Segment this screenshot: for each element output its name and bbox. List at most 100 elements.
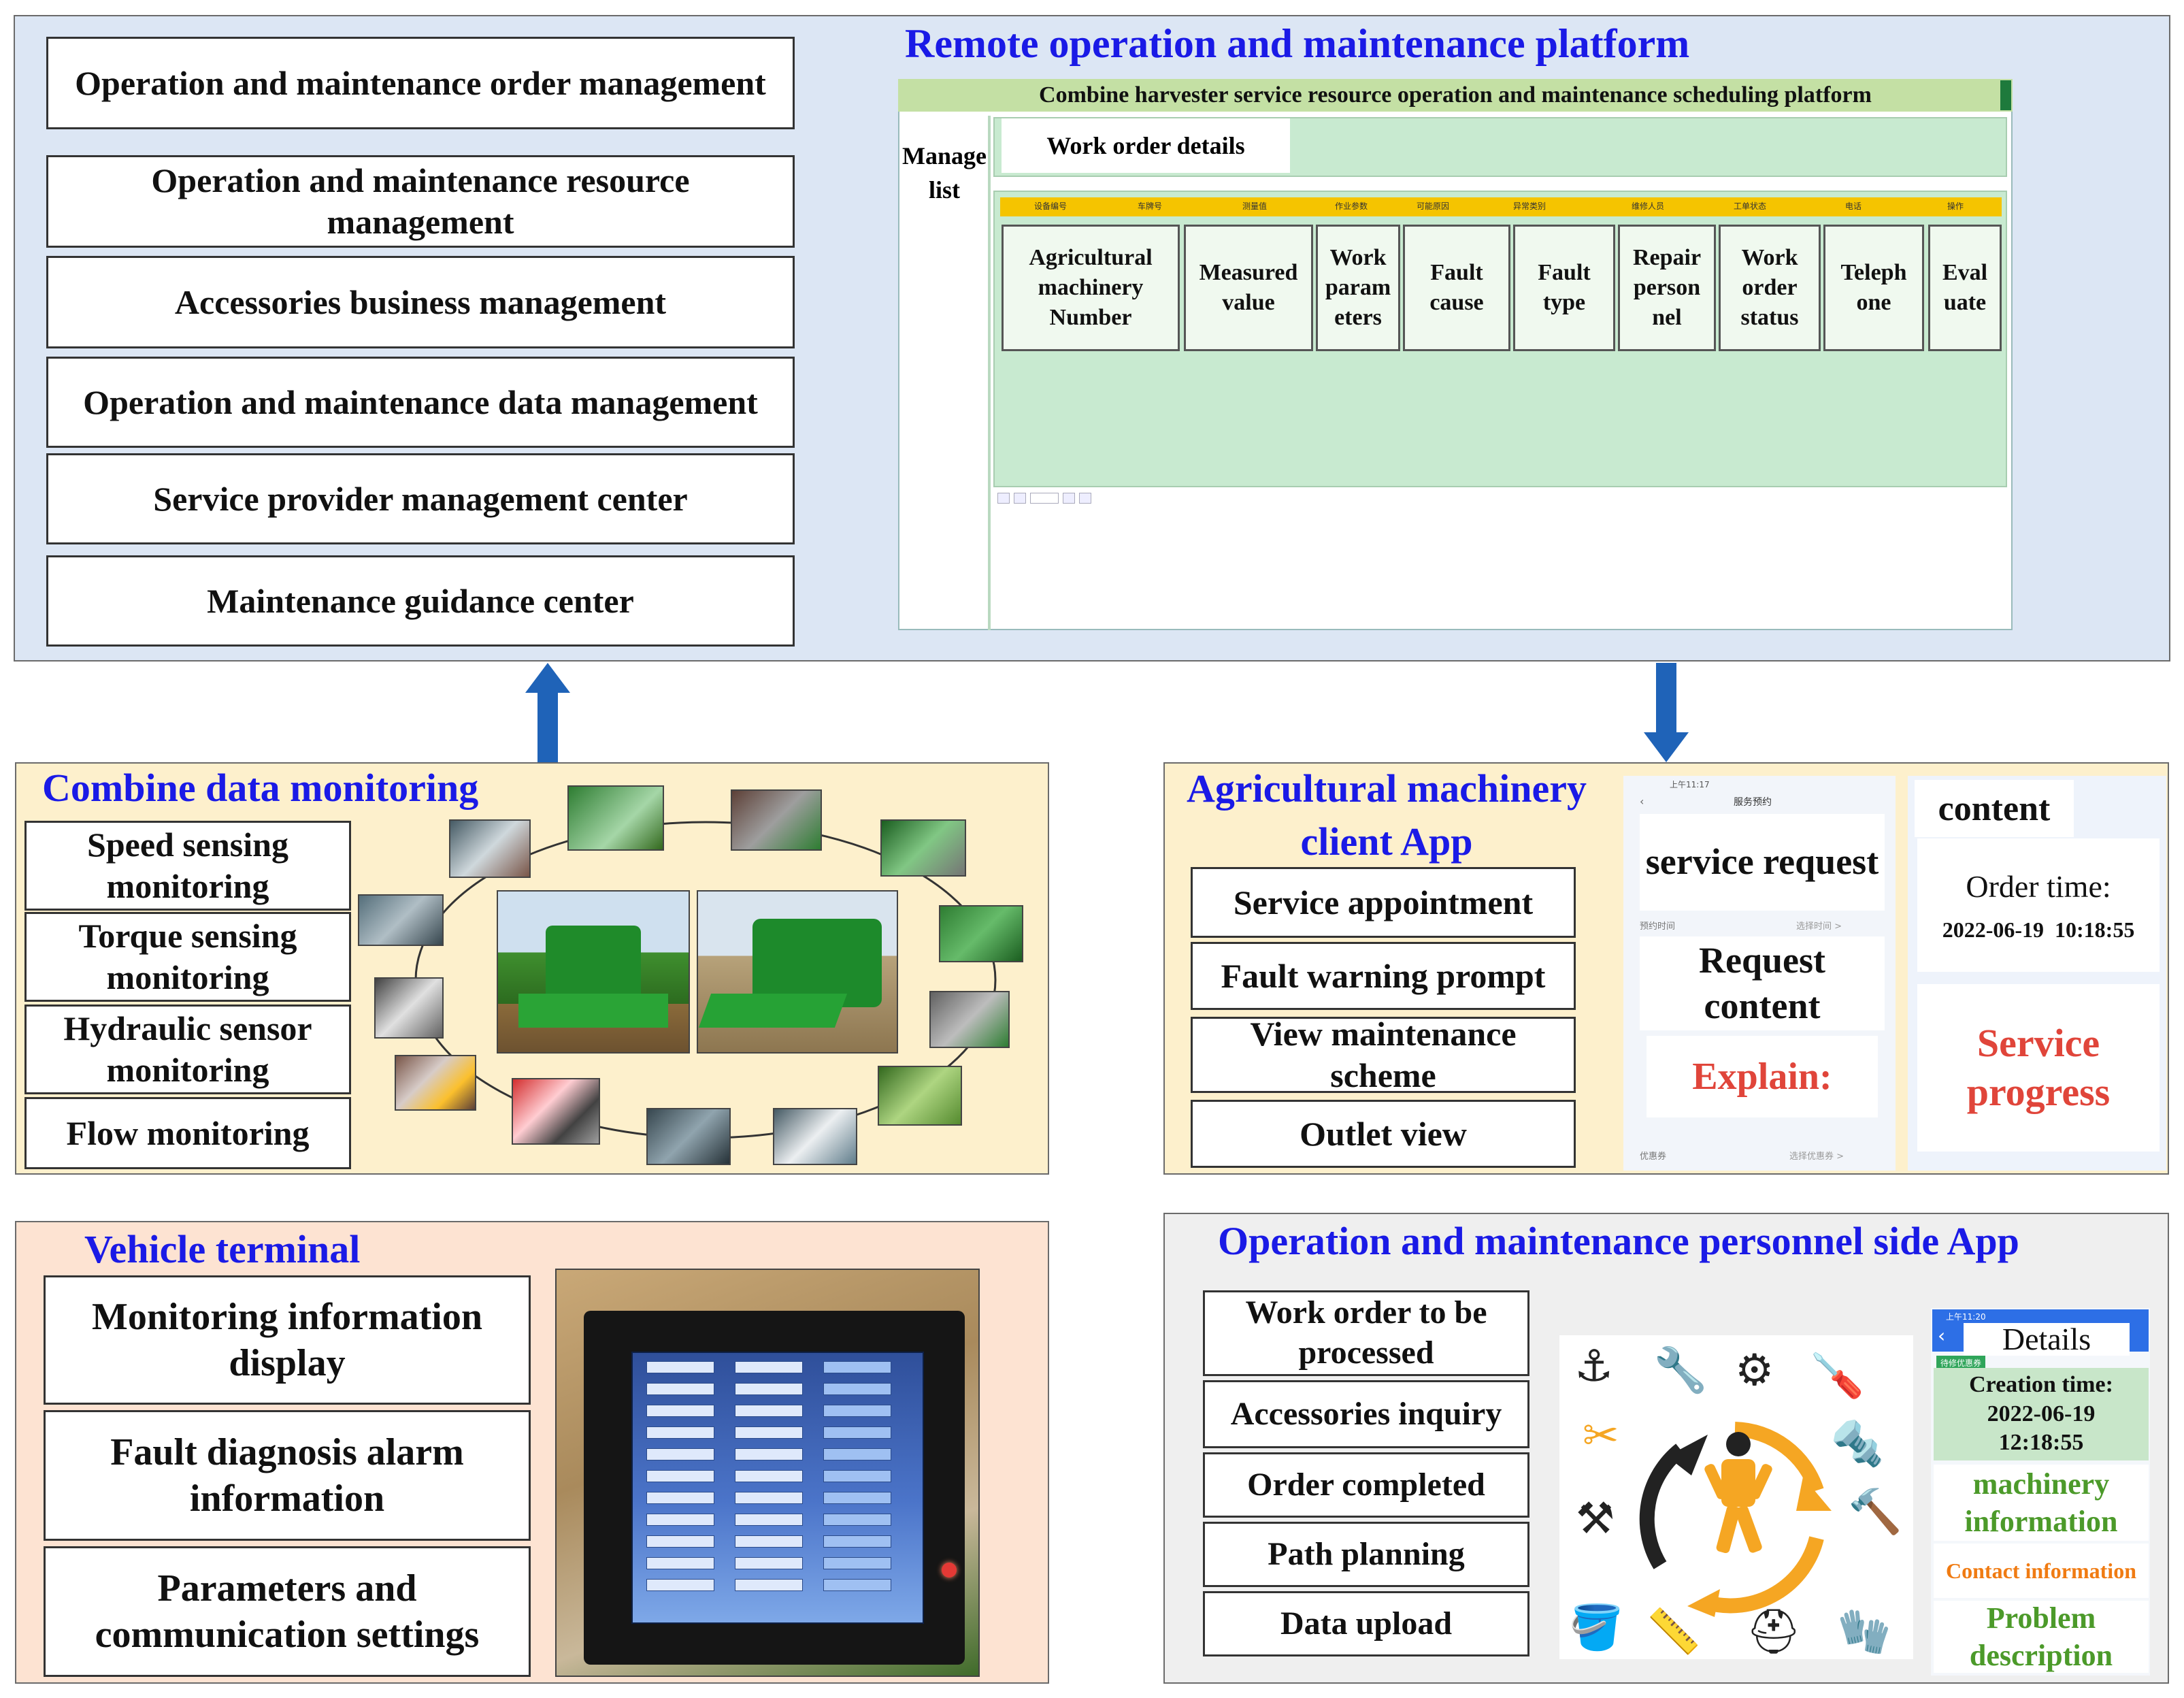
rotating-arrows-icon xyxy=(1639,1422,1832,1617)
creation-date: 2022-06-19 xyxy=(1987,1401,2096,1426)
terminal-screen-field xyxy=(823,1361,891,1373)
terminal-screen-field xyxy=(735,1405,803,1417)
harvester-header-shape xyxy=(518,994,668,1028)
vehicle-terminal-title: Vehicle terminal xyxy=(84,1227,361,1271)
terminal-screen-field xyxy=(823,1426,891,1439)
terminal-screen-field xyxy=(823,1557,891,1569)
phone1-row-value[interactable]: 选择时间 > xyxy=(1796,921,1842,932)
menu-order-management[interactable]: Operation and maintenance order manageme… xyxy=(46,37,795,129)
problem-description-card[interactable]: Problem description xyxy=(1934,1601,2149,1673)
small-header-1: 设备编号 xyxy=(1034,201,1068,211)
fault-warning-prompt[interactable]: Fault warning prompt xyxy=(1191,942,1576,1010)
order-completed[interactable]: Order completed xyxy=(1203,1452,1529,1518)
parameters-communication-settings[interactable]: Parameters and communication settings xyxy=(44,1546,531,1677)
order-time-card: Order time: 2022-06-19 10:18:55 xyxy=(1917,838,2160,972)
platform-banner-text: Combine harvester service resource opera… xyxy=(1039,82,1872,108)
small-header-7: 维修人员 xyxy=(1632,201,1665,211)
worker-figure-icon xyxy=(1704,1432,1772,1554)
phone1-screen-title: 服务预约 xyxy=(1734,797,1772,808)
menu-maintenance-guidance-center[interactable]: Maintenance guidance center xyxy=(46,555,795,647)
tab-work-order-details[interactable]: Work order details xyxy=(1002,118,1290,173)
speed-sensing-monitoring[interactable]: Speed sensing monitoring xyxy=(24,821,351,911)
menu-service-provider-center[interactable]: Service provider management center xyxy=(46,453,795,544)
terminal-screen-field xyxy=(646,1557,714,1569)
terminal-screen-field xyxy=(646,1361,714,1373)
page-last-button[interactable] xyxy=(1079,493,1091,504)
hammer-icon: 🔨 xyxy=(1848,1487,1902,1537)
combine-harvester-photo-side xyxy=(697,890,898,1054)
helmet-icon: ⛑ xyxy=(1746,1607,1802,1657)
path-planning[interactable]: Path planning xyxy=(1203,1522,1529,1587)
sensor-photo-9 xyxy=(395,1055,476,1111)
small-header-3: 测量值 xyxy=(1242,201,1268,211)
personnel-phone-status: 上午11:20 xyxy=(1946,1312,1986,1322)
sensor-photo-11 xyxy=(512,1078,600,1145)
sensor-photo-12 xyxy=(646,1108,731,1165)
terminal-screen-field xyxy=(646,1426,714,1439)
terminal-screen-field xyxy=(823,1405,891,1417)
small-header-8: 工单状态 xyxy=(1734,201,1767,211)
small-header-4: 作业参数 xyxy=(1335,201,1368,211)
page-number-input[interactable] xyxy=(1030,493,1059,504)
page-prev-button[interactable] xyxy=(1014,493,1026,504)
phone1-back-icon[interactable]: ‹ xyxy=(1640,795,1644,808)
menu-accessories-business[interactable]: Accessories business management xyxy=(46,256,795,348)
platform-side-label[interactable]: Manage list xyxy=(902,142,987,204)
table-small-header-row xyxy=(1000,197,2002,216)
data-upload[interactable]: Data upload xyxy=(1203,1591,1529,1656)
view-maintenance-scheme[interactable]: View maintenance scheme xyxy=(1191,1015,1576,1094)
fault-diagnosis-alarm-information[interactable]: Fault diagnosis alarm information xyxy=(44,1410,531,1541)
monitoring-information-display[interactable]: Monitoring information display xyxy=(44,1275,531,1405)
work-order-to-be-processed[interactable]: Work order to be processed xyxy=(1203,1290,1529,1376)
menu-resource-management[interactable]: Operation and maintenance resource manag… xyxy=(46,155,795,248)
terminal-screen-field xyxy=(646,1535,714,1548)
platform-title: Remote operation and maintenance platfor… xyxy=(905,21,1690,66)
flow-monitoring[interactable]: Flow monitoring xyxy=(24,1097,351,1169)
service-appointment[interactable]: Service appointment xyxy=(1191,867,1576,938)
table-header-9: Eval uate xyxy=(1928,225,2002,351)
terminal-screen-field xyxy=(735,1383,803,1395)
terminal-screen-field xyxy=(735,1579,803,1591)
terminal-screen-field xyxy=(646,1448,714,1460)
terminal-screen-field xyxy=(646,1492,714,1504)
outlet-view[interactable]: Outlet view xyxy=(1191,1100,1576,1168)
glove-icon: 🧤 xyxy=(1837,1607,1891,1657)
sensor-photo-6 xyxy=(939,905,1023,962)
phone1-row-label: 预约时间 xyxy=(1640,921,1676,932)
terminal-screen-field xyxy=(823,1492,891,1504)
page-next-button[interactable] xyxy=(1063,493,1075,504)
request-content-card: Request content xyxy=(1640,936,1885,1030)
harvester-body-shape xyxy=(546,926,641,1000)
pagination-bar xyxy=(997,491,1120,505)
personnel-back-icon[interactable]: ‹ xyxy=(1938,1324,1946,1347)
terminal-screen-field xyxy=(735,1535,803,1548)
hydraulic-sensor-monitoring[interactable]: Hydraulic sensor monitoring xyxy=(24,1005,351,1094)
menu-data-management[interactable]: Operation and maintenance data managemen… xyxy=(46,357,795,448)
terminal-screen-field xyxy=(823,1448,891,1460)
phone1-coupon-value[interactable]: 选择优惠券 > xyxy=(1789,1152,1844,1162)
table-header-2: Measured value xyxy=(1184,225,1313,351)
creation-time: 12:18:55 xyxy=(1998,1430,2084,1456)
table-header-4: Fault cause xyxy=(1403,225,1510,351)
table-header-7: Work order status xyxy=(1719,225,1821,351)
torque-sensing-monitoring[interactable]: Torque sensing monitoring xyxy=(24,912,351,1002)
down-arrow-icon xyxy=(1644,663,1689,762)
phone1-coupon-label: 优惠券 xyxy=(1640,1152,1667,1162)
contact-information-card[interactable]: Contact information xyxy=(1934,1544,2149,1598)
service-progress-card[interactable]: Service progress xyxy=(1917,984,2160,1152)
order-time-value: 2022-06-19 10:18:55 xyxy=(1942,917,2135,942)
terminal-screen xyxy=(631,1352,924,1624)
harvester-side-header-shape xyxy=(698,994,848,1028)
table-header-5: Fault type xyxy=(1513,225,1615,351)
page-first-button[interactable] xyxy=(997,493,1010,504)
terminal-screen-field xyxy=(735,1470,803,1482)
bucket-icon: 🪣 xyxy=(1569,1603,1623,1653)
machinery-information-card[interactable]: machinery information xyxy=(1934,1465,2149,1541)
banner-end-marker xyxy=(2000,80,2011,110)
terminal-screen-field xyxy=(646,1383,714,1395)
personnel-app-title: Operation and maintenance personnel side… xyxy=(1218,1219,2019,1263)
accessories-inquiry[interactable]: Accessories inquiry xyxy=(1203,1380,1529,1448)
explain-card[interactable]: Explain: xyxy=(1647,1036,1878,1117)
sensor-photo-5 xyxy=(358,894,444,946)
table-header-6: Repair person nel xyxy=(1618,225,1716,351)
